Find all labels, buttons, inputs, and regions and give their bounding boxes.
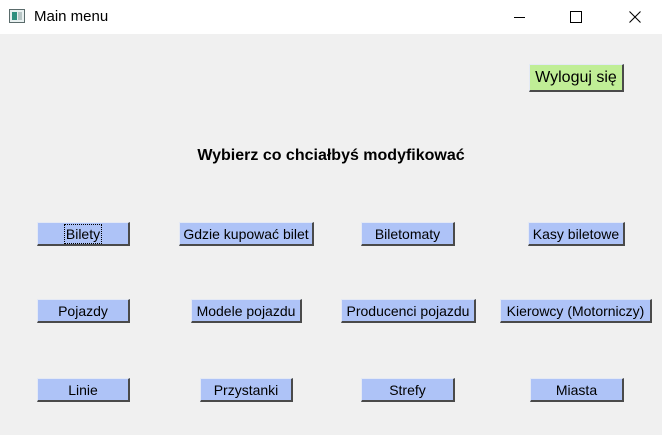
producenci-pojazdu-button[interactable]: Producenci pojazdu [341, 299, 476, 323]
button-label: Kierowcy (Motorniczy) [506, 302, 645, 319]
button-label: Miasta [555, 381, 598, 398]
button-label: Gdzie kupować bilet [183, 225, 309, 242]
button-label: Pojazdy [58, 302, 108, 319]
main-panel: Wyloguj się Wybierz co chciałbyś modyfik… [0, 34, 662, 435]
modele-pojazdu-button[interactable]: Modele pojazdu [191, 299, 302, 323]
button-label: Przystanki [213, 381, 279, 398]
pojazdy-button[interactable]: Pojazdy [37, 299, 130, 323]
page-heading: Wybierz co chciałbyś modyfikować [197, 147, 465, 164]
logout-button[interactable]: Wyloguj się [529, 64, 624, 92]
button-label: Kasy biletowe [532, 225, 620, 242]
przystanki-button[interactable]: Przystanki [200, 378, 293, 402]
minimize-button[interactable] [496, 0, 542, 34]
app-icon [9, 9, 25, 23]
button-label: Producenci pojazdu [346, 302, 470, 319]
button-label: Strefy [389, 381, 426, 398]
button-label: Modele pojazdu [196, 302, 296, 319]
maximize-icon [570, 11, 582, 23]
close-button[interactable] [612, 0, 658, 34]
kasy-biletowe-button[interactable]: Kasy biletowe [528, 222, 625, 246]
kierowcy-button[interactable]: Kierowcy (Motorniczy) [500, 299, 652, 323]
title-bar: Main menu [0, 0, 662, 34]
button-label: Biletomaty [374, 225, 441, 242]
maximize-button[interactable] [553, 0, 599, 34]
button-label: Linie [68, 381, 98, 398]
window-title: Main menu [34, 8, 109, 25]
logout-button-label: Wyloguj się [535, 68, 617, 86]
linie-button[interactable]: Linie [37, 378, 130, 402]
strefy-button[interactable]: Strefy [361, 378, 455, 402]
button-label: Bilety [63, 223, 103, 244]
biletomaty-button[interactable]: Biletomaty [361, 222, 455, 246]
close-icon [629, 11, 641, 23]
miasta-button[interactable]: Miasta [530, 378, 624, 402]
bilety-button[interactable]: Bilety [37, 222, 130, 246]
minimize-icon [513, 16, 525, 18]
gdzie-kupowac-bilet-button[interactable]: Gdzie kupować bilet [179, 222, 314, 246]
